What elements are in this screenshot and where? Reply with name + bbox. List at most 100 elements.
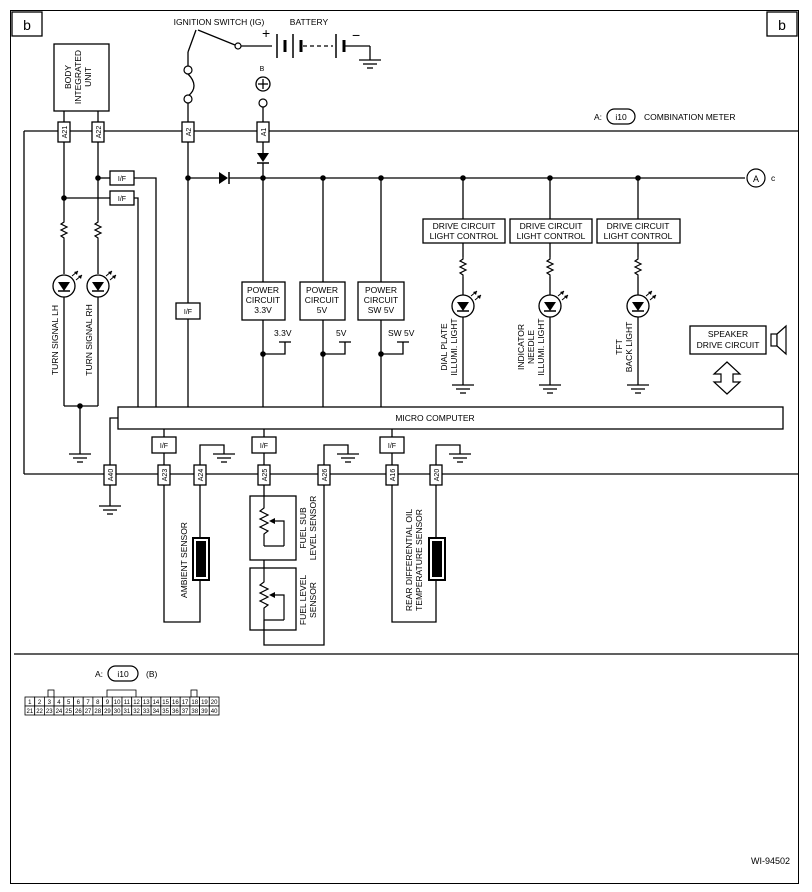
svg-text:REAR DIFFERENTIAL OIL: REAR DIFFERENTIAL OIL	[404, 509, 414, 611]
connector-pin-number: 26	[75, 709, 82, 715]
corner-tag-left: b	[11, 11, 43, 37]
interface-box: I/F	[109, 190, 135, 206]
connector-pin-number: 2	[38, 700, 42, 706]
connector-pin-number: 35	[162, 709, 169, 715]
connector-pin-number: 1	[28, 700, 32, 706]
svg-text:3.3V: 3.3V	[274, 328, 292, 338]
svg-text:5V: 5V	[317, 305, 328, 315]
svg-text:I/F: I/F	[118, 196, 126, 203]
svg-text:LIGHT CONTROL: LIGHT CONTROL	[430, 231, 499, 241]
svg-text:A24: A24	[198, 469, 205, 482]
turn-signal-circuit: TURN SIGNAL LH TURN SIGNAL RH	[50, 142, 117, 463]
connector-pin-number: 3	[48, 700, 52, 706]
svg-text:TFT: TFT	[614, 339, 624, 355]
connector-pin-number: 34	[153, 709, 160, 715]
interface-box: I/F	[251, 436, 277, 454]
svg-text:CIRCUIT: CIRCUIT	[305, 295, 339, 305]
turn-signal-lh-label: TURN SIGNAL LH	[50, 305, 60, 375]
interface-box: I/F	[175, 302, 201, 320]
svg-text:NEEDLE: NEEDLE	[526, 330, 536, 364]
micro-computer: MICRO COMPUTER	[117, 406, 784, 430]
svg-text:LIGHT CONTROL: LIGHT CONTROL	[604, 231, 673, 241]
connector-pin-number: 22	[36, 709, 43, 715]
svg-text:FUEL LEVEL: FUEL LEVEL	[298, 575, 308, 626]
svg-text:DRIVE CIRCUIT: DRIVE CIRCUIT	[520, 221, 583, 231]
svg-text:SPEAKER: SPEAKER	[708, 329, 748, 339]
pin-a2: A2	[181, 121, 195, 143]
connector-pin-number: 24	[56, 709, 63, 715]
svg-text:CIRCUIT: CIRCUIT	[364, 295, 398, 305]
pin-a1: A1	[256, 121, 270, 143]
svg-text:POWER: POWER	[306, 285, 338, 295]
svg-text:+: +	[262, 25, 270, 41]
pin-a21: A21	[57, 121, 71, 143]
figure-id: WI-94502	[751, 856, 790, 866]
page-frame	[10, 10, 799, 884]
svg-text:IGNITION SWITCH (IG): IGNITION SWITCH (IG)	[174, 17, 265, 27]
connector-pin-number: 17	[182, 700, 189, 706]
meter-reference: A: i10 COMBINATION METER	[594, 108, 735, 125]
svg-text:SW 5V: SW 5V	[368, 305, 395, 315]
svg-text:A:: A:	[95, 669, 103, 679]
svg-text:ILLUMI. LIGHT: ILLUMI. LIGHT	[536, 318, 546, 375]
drive-circuit-dial-plate: DRIVE CIRCUIT LIGHT CONTROL DIAL PLATE I…	[422, 178, 506, 394]
pin-a24: A24	[193, 464, 207, 486]
connector-pin-number: 18	[191, 700, 198, 706]
svg-text:LIGHT CONTROL: LIGHT CONTROL	[517, 231, 586, 241]
connector-pin-number: 33	[143, 709, 150, 715]
svg-text:DRIVE CIRCUIT: DRIVE CIRCUIT	[697, 340, 760, 350]
turn-signal-rh-label: TURN SIGNAL RH	[84, 304, 94, 375]
interface-box: I/F	[379, 436, 405, 454]
connector-pin-number: 30	[114, 709, 121, 715]
svg-text:LEVEL SENSOR: LEVEL SENSOR	[308, 496, 318, 560]
connector-pin-number: 36	[172, 709, 179, 715]
svg-text:A2: A2	[186, 128, 193, 137]
connector-pin-number: 40	[211, 709, 218, 715]
svg-text:CIRCUIT: CIRCUIT	[246, 295, 280, 305]
svg-text:DRIVE CIRCUIT: DRIVE CIRCUIT	[607, 221, 670, 231]
svg-text:I/F: I/F	[260, 443, 268, 450]
connector-pin-number: 9	[106, 700, 110, 706]
svg-text:5V: 5V	[336, 328, 347, 338]
svg-text:INTEGRATED: INTEGRATED	[73, 50, 83, 104]
connector-pin-number: 6	[77, 700, 81, 706]
connector-pin-number: 10	[114, 700, 121, 706]
power-circuit-3v3: POWER CIRCUIT 3.3V 3.3V	[241, 178, 292, 407]
svg-text:c: c	[771, 173, 776, 183]
drive-circuit-tft-backlight: DRIVE CIRCUIT LIGHT CONTROL TFT BACK LIG…	[596, 178, 681, 394]
speaker-icon	[770, 324, 787, 356]
connector-pin-number: 15	[162, 700, 169, 706]
svg-text:SW 5V: SW 5V	[388, 328, 415, 338]
corner-tag-right: b	[766, 11, 798, 37]
bidirectional-arrow-icon	[712, 361, 742, 395]
svg-text:FUEL SUB: FUEL SUB	[298, 507, 308, 549]
svg-text:POWER: POWER	[247, 285, 279, 295]
bus-reference-a: A c	[746, 168, 776, 188]
pin-a23: A23	[157, 464, 171, 486]
svg-text:DRIVE CIRCUIT: DRIVE CIRCUIT	[433, 221, 496, 231]
connector-pin-number: 25	[65, 709, 72, 715]
svg-text:I/F: I/F	[118, 176, 126, 183]
connector-pin-number: 13	[143, 700, 150, 706]
connector-pin-number: 4	[57, 700, 61, 706]
connector-pin-number: 32	[133, 709, 140, 715]
connector-pin-number: 31	[124, 709, 131, 715]
svg-text:BATTERY: BATTERY	[290, 17, 329, 27]
connector-pin-number: 28	[94, 709, 101, 715]
svg-text:b: b	[778, 17, 786, 33]
svg-text:BACK LIGHT: BACK LIGHT	[624, 322, 634, 373]
connector-pin-number: 16	[172, 700, 179, 706]
svg-text:i10: i10	[615, 112, 627, 122]
fuel-level-sensor	[249, 567, 297, 631]
ambient-sensor-label: AMBIENT SENSOR	[179, 522, 189, 598]
svg-text:ILLUMI. LIGHT: ILLUMI. LIGHT	[449, 318, 459, 375]
fuel-sub-level-sensor	[249, 495, 297, 561]
connector-pin-number: 39	[201, 709, 208, 715]
svg-text:A40: A40	[108, 469, 115, 482]
svg-text:A20: A20	[434, 469, 441, 482]
connector-pin-number: 7	[86, 700, 90, 706]
pin-a25: A25	[257, 464, 271, 486]
svg-text:b: b	[23, 17, 31, 33]
